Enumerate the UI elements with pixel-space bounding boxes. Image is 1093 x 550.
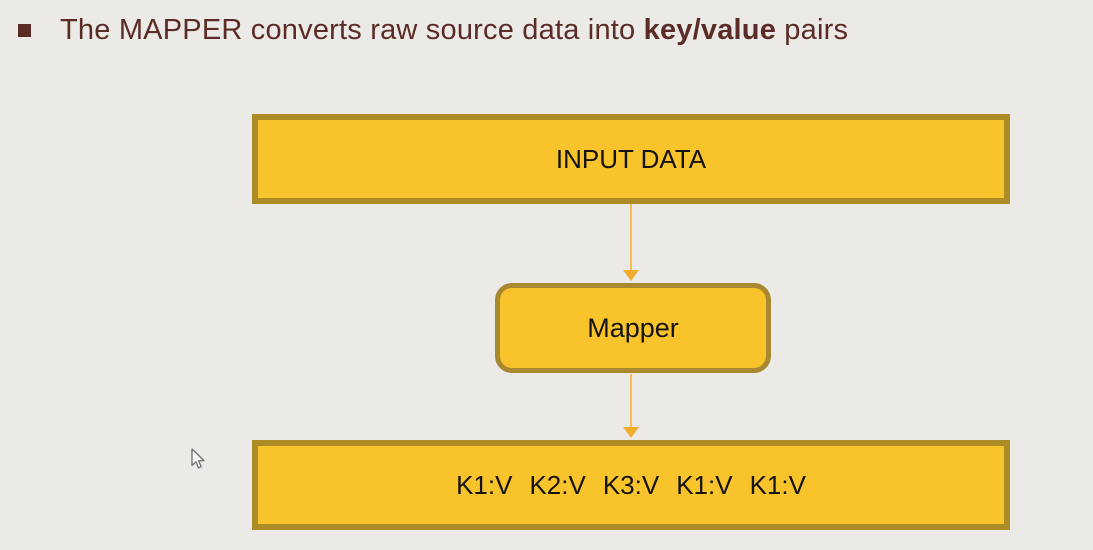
arrow-down-mapper-to-output bbox=[623, 374, 639, 438]
arrow-shaft bbox=[630, 204, 632, 271]
input-data-box: INPUT DATA bbox=[252, 114, 1010, 204]
key-value-pair: K3:V bbox=[602, 469, 660, 500]
arrow-shaft bbox=[630, 374, 632, 428]
key-value-pair: K1:V bbox=[456, 469, 513, 500]
arrow-pointer-icon bbox=[191, 448, 205, 469]
slide-title: The MAPPER converts raw source data into… bbox=[18, 14, 848, 47]
input-data-label: INPUT DATA bbox=[555, 143, 707, 174]
mapper-label: Mapper bbox=[587, 312, 679, 343]
key-value-pairs: K1:V K2:V K3:V K1:V K1:V bbox=[456, 470, 806, 501]
key-value-pair: K1:V bbox=[676, 469, 733, 500]
bullet-square-icon bbox=[18, 24, 31, 37]
key-value-output-box: K1:V K2:V K3:V K1:V K1:V bbox=[252, 440, 1010, 530]
arrow-head-icon bbox=[623, 270, 639, 281]
slide-title-text: The MAPPER converts raw source data into… bbox=[60, 14, 848, 47]
key-value-pair: K1:V bbox=[749, 469, 806, 500]
arrow-down-input-to-mapper bbox=[623, 204, 639, 281]
key-value-pair: K2:V bbox=[529, 469, 586, 500]
mapper-box: Mapper bbox=[495, 283, 771, 373]
title-prefix: The MAPPER converts raw source data into bbox=[60, 14, 644, 46]
title-suffix: pairs bbox=[776, 14, 849, 46]
title-bold-keyvalue: key/value bbox=[643, 14, 777, 46]
arrow-head-icon bbox=[623, 427, 639, 438]
